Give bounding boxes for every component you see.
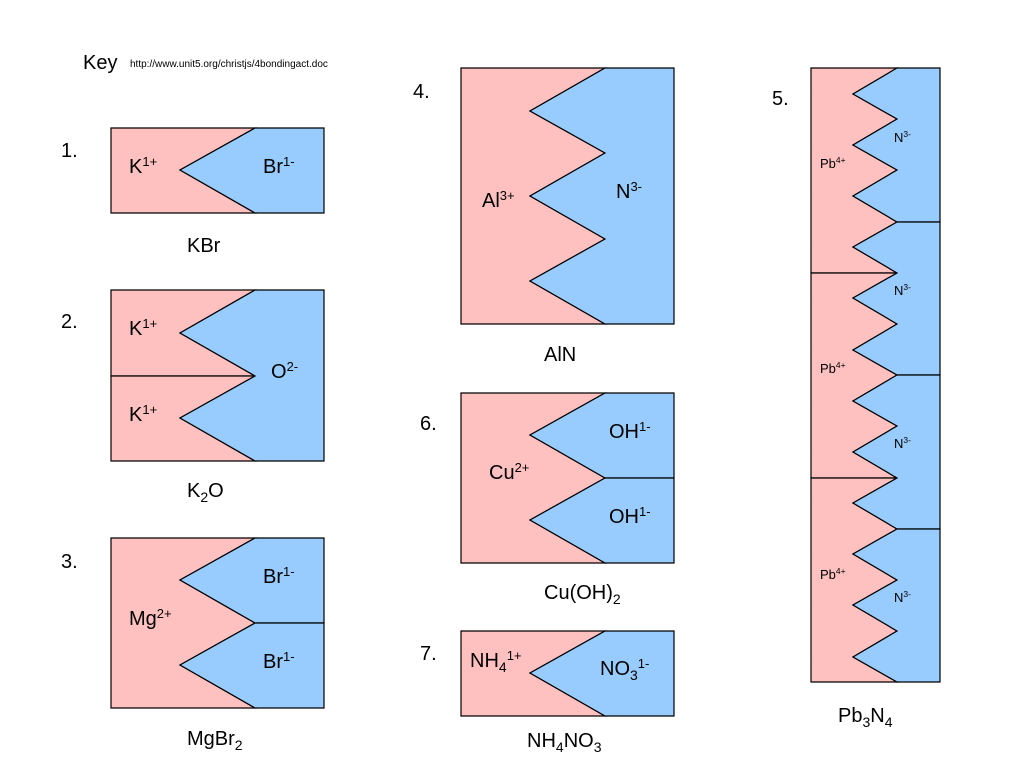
ion-label: K1+ xyxy=(129,316,158,340)
anion-tile-o xyxy=(178,289,325,462)
ion-label: K1+ xyxy=(129,154,158,178)
anion-tile-n-4 xyxy=(851,528,941,683)
ion-label: Pb4+ xyxy=(820,154,846,171)
anion-tile-n-3 xyxy=(851,374,941,530)
ion-label: O2- xyxy=(271,359,299,383)
anion-tile-n xyxy=(528,67,675,325)
ion-label: N3- xyxy=(894,588,911,605)
anion-tile-br-lower xyxy=(178,622,325,709)
anion-tile-n-2 xyxy=(851,221,941,376)
ion-label: Pb4+ xyxy=(820,565,846,582)
anion-tile-br xyxy=(178,127,325,214)
ion-label: NH41+ xyxy=(470,648,522,675)
ion-label: NO31- xyxy=(600,656,650,683)
ion-label: OH1- xyxy=(609,504,651,528)
item-number-5: 5. xyxy=(772,88,789,110)
item-number-3: 3. xyxy=(61,551,78,573)
item-number-4: 4. xyxy=(413,81,430,103)
ion-label: N3- xyxy=(616,179,643,203)
ion-label: Al3+ xyxy=(482,188,515,212)
ion-label: N3- xyxy=(894,434,911,451)
key-url-link[interactable]: http://www.unit5.org/christjs/4bondingac… xyxy=(130,59,328,70)
anion-tile-oh-lower xyxy=(528,477,675,564)
ion-label: Pb4+ xyxy=(820,359,846,376)
ion-label: N3- xyxy=(894,281,911,298)
compound-formula: MgBr2 xyxy=(187,728,243,753)
compound-formula: Cu(OH)2 xyxy=(544,582,621,607)
ion-label: N3- xyxy=(894,128,911,145)
ion-label: Br1- xyxy=(263,154,295,178)
ion-label: Br1- xyxy=(263,649,295,673)
compound-formula: KBr xyxy=(187,235,221,257)
ion-label: Br1- xyxy=(263,564,295,588)
compound-formula: NH4NO3 xyxy=(527,730,602,755)
item-number-1: 1. xyxy=(61,140,78,162)
key-label: Key xyxy=(83,52,118,74)
ion-label: K1+ xyxy=(129,402,158,426)
ion-label: Cu2+ xyxy=(489,460,530,484)
item-number-7: 7. xyxy=(420,643,437,665)
anion-tile-n-1 xyxy=(851,67,941,223)
compound-formula: K2O xyxy=(187,480,224,505)
ion-label: OH1- xyxy=(609,419,651,443)
item-number-2: 2. xyxy=(61,311,78,333)
ion-label: Mg2+ xyxy=(129,606,172,630)
anion-tile-no3 xyxy=(528,630,675,717)
item-number-6: 6. xyxy=(420,413,437,435)
compound-formula: Pb3N4 xyxy=(838,705,893,730)
compound-formula: AlN xyxy=(544,344,577,366)
